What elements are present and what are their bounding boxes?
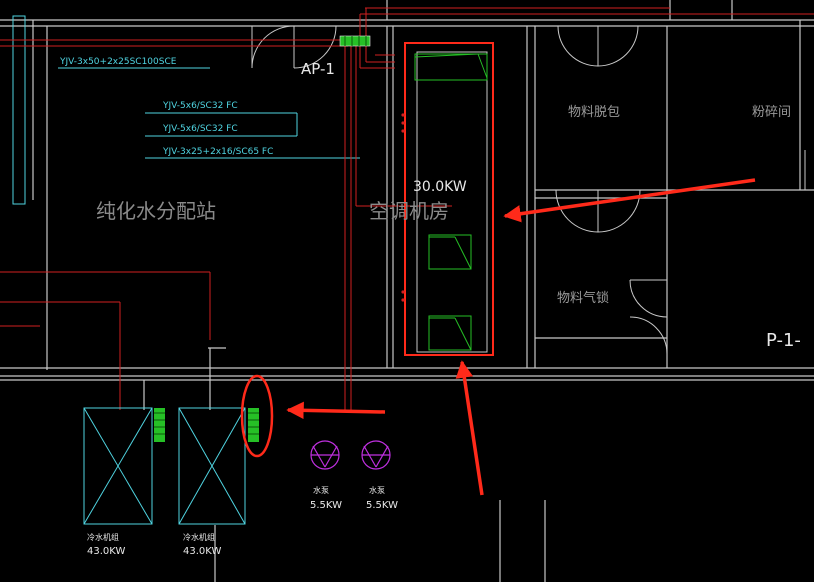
air-handling-unit[interactable]: [401, 42, 494, 356]
pump-1-name: 水泵: [313, 485, 329, 495]
annotation-circle: [240, 374, 274, 458]
distribution-panel-ap1[interactable]: [339, 35, 371, 47]
cable-label-2: YJV-5x6/SC32 FC: [162, 124, 238, 134]
cable-label-1: YJV-5x6/SC32 FC: [162, 101, 238, 111]
water-pump-1[interactable]: [310, 440, 340, 470]
cable-label-3: YJV-3x25+2x16/SC65 FC: [162, 147, 273, 157]
room-label-airlock: 物料气锁: [557, 290, 609, 306]
power-rating-label: 30.0KW: [413, 179, 467, 195]
annotation-markup: [286, 178, 756, 496]
pump-1-power: 5.5KW: [310, 500, 342, 511]
chiller-panel-1: [154, 408, 165, 442]
chiller-2-name: 冷水机组: [183, 532, 215, 542]
pump-2-power: 5.5KW: [366, 500, 398, 511]
chiller-panel-2[interactable]: [248, 408, 259, 442]
chiller-2-power: 43.0KW: [183, 546, 221, 557]
grid-reference: P-1-: [766, 330, 801, 351]
panel-tag: AP-1: [301, 60, 335, 78]
water-pump-2[interactable]: [361, 440, 391, 470]
cyan-lines: [12, 15, 360, 205]
chiller-1-power: 43.0KW: [87, 546, 125, 557]
room-label-aircon: 空调机房: [369, 199, 449, 223]
main-cable-label: YJV-3x50+2x25SC100SCE: [59, 57, 177, 67]
red-cable-routes: [0, 7, 814, 410]
room-label-crushing: 粉碎间: [752, 105, 791, 120]
door-swings: [251, 25, 806, 355]
chiller-unit-2[interactable]: [178, 407, 246, 525]
room-label-unpack: 物料脱包: [568, 105, 620, 120]
pump-2-name: 水泵: [369, 485, 385, 495]
chiller-1-name: 冷水机组: [87, 532, 119, 542]
room-label-water: 纯化水分配站: [96, 199, 216, 223]
chiller-unit-1[interactable]: [83, 407, 153, 525]
